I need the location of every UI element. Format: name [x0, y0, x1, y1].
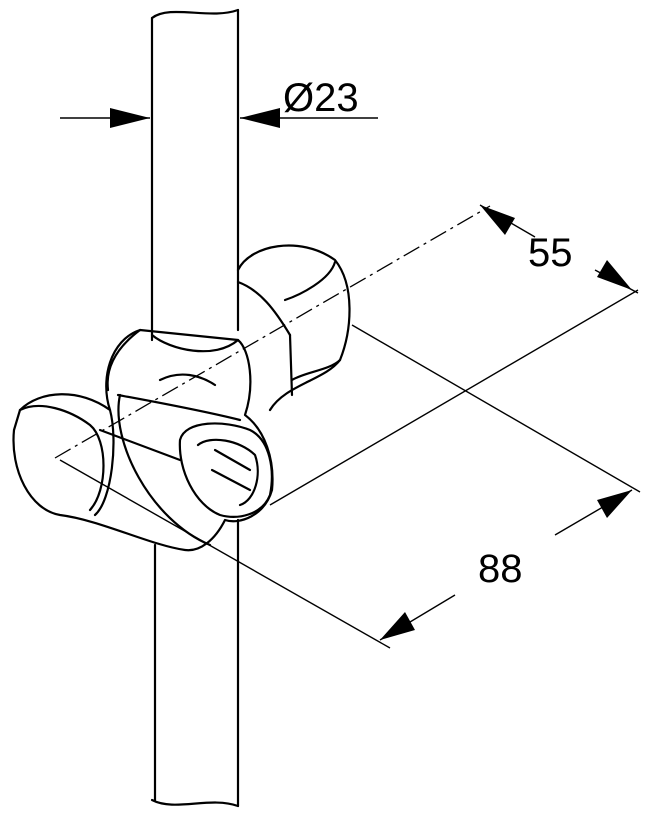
arrow-icon [597, 490, 632, 518]
center-line [54, 205, 491, 459]
arrow-icon [480, 205, 515, 235]
rod-diameter-label: Ø23 [283, 76, 359, 120]
length-dimension: 88 [59, 324, 641, 649]
arrow-left-icon [240, 108, 280, 128]
rear-knob [236, 244, 351, 412]
length-label: 88 [478, 547, 523, 591]
depth-dimension: 55 [269, 204, 639, 506]
arrow-icon [380, 612, 415, 640]
rod-diameter-dimension: Ø23 [60, 76, 378, 128]
holder-body [12, 328, 274, 552]
depth-label: 55 [528, 231, 573, 275]
arrow-right-icon [110, 108, 150, 128]
shower-rod [150, 8, 240, 808]
arrow-icon [597, 260, 632, 290]
